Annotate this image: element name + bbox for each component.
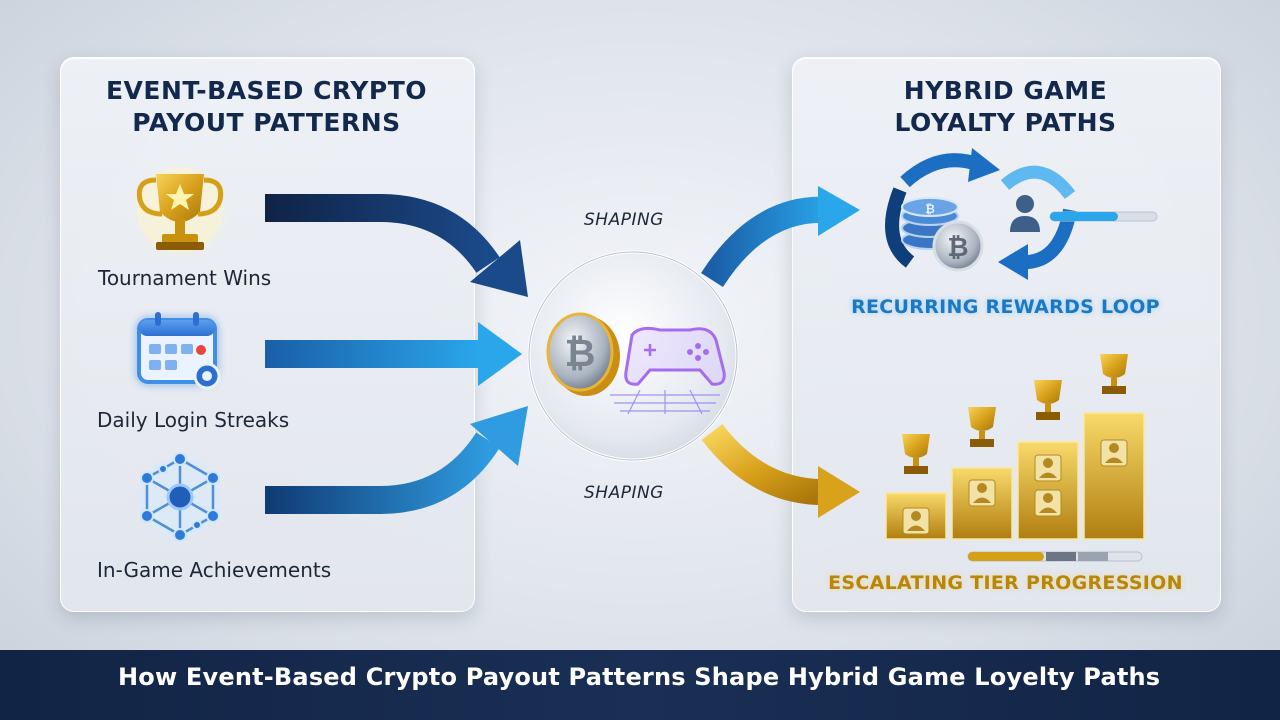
center-hub: ₿: [527, 250, 739, 462]
right-title-line1: HYBRID GAME: [903, 76, 1108, 105]
item-label-achievements: In-Game Achievements: [97, 558, 332, 582]
tier-podiums: [885, 354, 1145, 562]
footer-title: How Event-Based Crypto Payout Patterns S…: [118, 663, 1161, 691]
left-panel: [60, 57, 475, 612]
user-icon: [1010, 195, 1040, 232]
tier-trophies: [902, 354, 1128, 474]
diagram-canvas: ₿: [136, 148, 1158, 562]
arrow-to-loop: [701, 186, 860, 288]
left-title-line2: PAYOUT PATTERNS: [132, 108, 401, 137]
left-panel-title: EVENT-BASED CRYPTO PAYOUT PATTERNS: [60, 75, 473, 139]
bitcoin-coin-icon: ₿: [546, 312, 620, 396]
calendar-icon: [137, 312, 221, 390]
shaping-label-bottom: SHAPING: [584, 483, 664, 503]
arrow-tournament: [265, 194, 528, 297]
svg-text:₿: ₿: [925, 202, 935, 216]
gamepad-icon: [610, 326, 726, 415]
arrow-to-tiers: [701, 423, 860, 518]
coin-stack-icon: ₿ ₿: [901, 197, 984, 272]
trophy-icon: [136, 168, 224, 252]
recurring-loop-icon: ₿ ₿: [885, 148, 1158, 280]
shaping-label-top: SHAPING: [584, 210, 664, 230]
left-title-line1: EVENT-BASED CRYPTO: [105, 76, 428, 105]
arrow-achievements: [265, 406, 528, 514]
svg-text:₿: ₿: [947, 233, 968, 263]
tier-caption: ESCALATING TIER PROGRESSION: [828, 572, 1183, 594]
svg-text:₿: ₿: [565, 331, 596, 375]
loop-caption: RECURRING REWARDS LOOP: [851, 296, 1160, 318]
footer-bar: [0, 650, 1280, 720]
item-label-tournament: Tournament Wins: [98, 266, 272, 290]
arrow-login: [265, 322, 522, 386]
network-icon: [140, 452, 220, 542]
right-title-line2: LOYALTY PATHS: [894, 108, 1117, 137]
item-label-login: Daily Login Streaks: [97, 408, 290, 432]
right-panel-title: HYBRID GAME LOYALTY PATHS: [792, 75, 1219, 139]
